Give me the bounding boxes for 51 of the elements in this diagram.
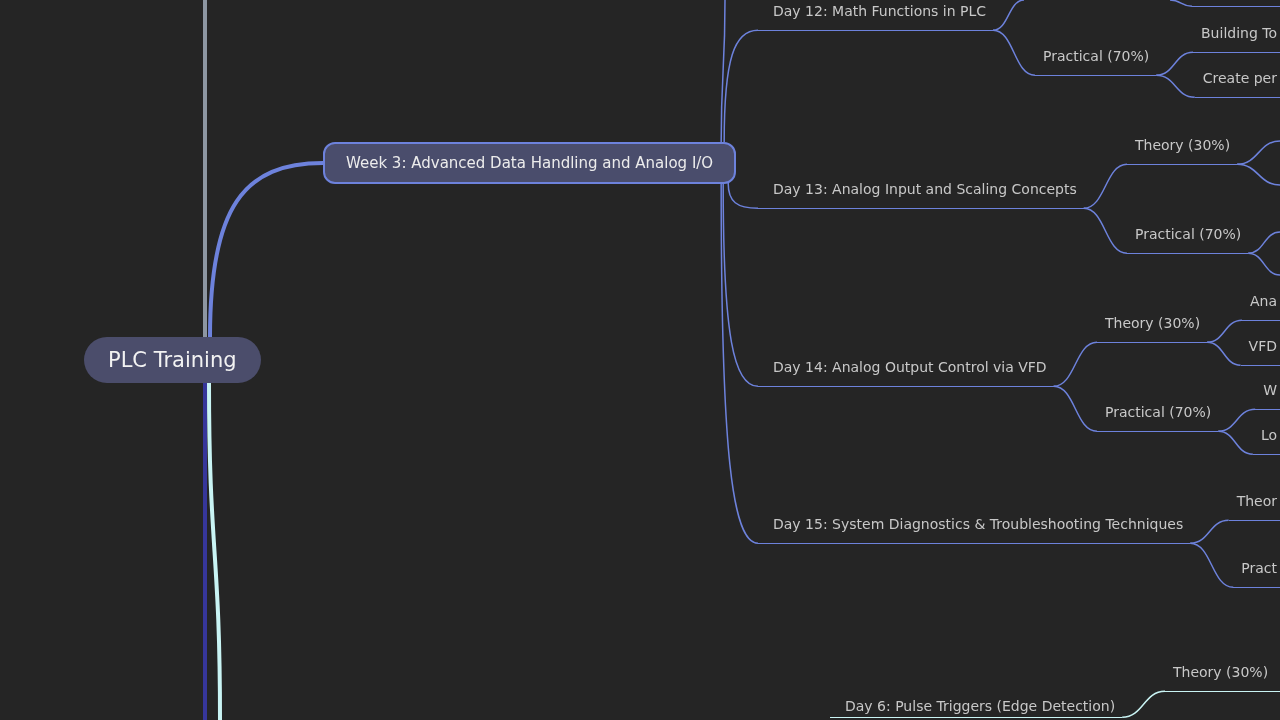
branch-line (1121, 690, 1166, 718)
underlined-topic: Day 12: Math Functions in PLC (758, 2, 994, 31)
branch-line (722, 183, 759, 387)
branch-line (1206, 341, 1242, 366)
underlined-topic: Practical (70%) (1127, 225, 1249, 254)
branch-line (1052, 341, 1098, 387)
underlined-topic: Day 6: Pulse Triggers (Edge Detection) (830, 697, 1123, 718)
underlined-topic: Day 15: System Diagnostics & Troubleshooting Techniques (758, 515, 1191, 544)
underlined-topic: Pract (1233, 559, 1280, 588)
branch-line (203, 383, 207, 720)
underlined-topic: Ana (1241, 292, 1280, 321)
branch-line (1247, 231, 1280, 254)
branch-line (727, 182, 759, 209)
branch-line (1189, 542, 1235, 588)
branch-line (203, 0, 207, 337)
branch-line (1083, 207, 1128, 254)
branch-line (208, 161, 324, 338)
branch-line (1155, 51, 1194, 76)
underlined-topic: W (1255, 381, 1280, 410)
branch-line (720, 183, 759, 544)
underlined-topic: Create per (1194, 69, 1280, 98)
branch-line (1155, 74, 1196, 98)
branch-line (1052, 385, 1098, 432)
underlined-topic: Theory (30%) (1165, 663, 1280, 692)
branch-line (720, 0, 726, 143)
underlined-topic: Day 13: Analog Input and Scaling Concepts (758, 180, 1084, 209)
branch-line (1206, 319, 1243, 343)
underlined-topic: Theory (30%) (1097, 314, 1208, 343)
central-topic: PLC Training (84, 337, 261, 383)
underlined-topic: Theor (1228, 492, 1280, 521)
branch-line (1189, 519, 1230, 544)
underlined-topic: VFD (1240, 337, 1280, 366)
underline-bar (1192, 6, 1280, 7)
branch-line (1083, 163, 1128, 209)
branch-line (1217, 430, 1254, 455)
branch-line (1169, 0, 1193, 7)
underlined-topic: Practical (70%) (1097, 403, 1219, 432)
underlined-topic: Day 14: Analog Output Control via VFD (758, 358, 1054, 387)
branch-line (1236, 140, 1280, 165)
branch-line (723, 29, 759, 143)
underlined-topic: Practical (70%) (1035, 47, 1157, 76)
underlined-topic: Building To (1193, 24, 1280, 53)
branch-line (992, 29, 1036, 76)
underlined-topic: Lo (1252, 426, 1280, 455)
branch-line (1236, 163, 1280, 186)
branch-line (1247, 252, 1280, 276)
branch-line (207, 383, 222, 720)
branch-line (1217, 408, 1256, 432)
branch-line (992, 0, 1025, 31)
underlined-topic: Theory (30%) (1127, 136, 1238, 165)
topic-box: Week 3: Advanced Data Handling and Analog I/O (323, 142, 737, 184)
